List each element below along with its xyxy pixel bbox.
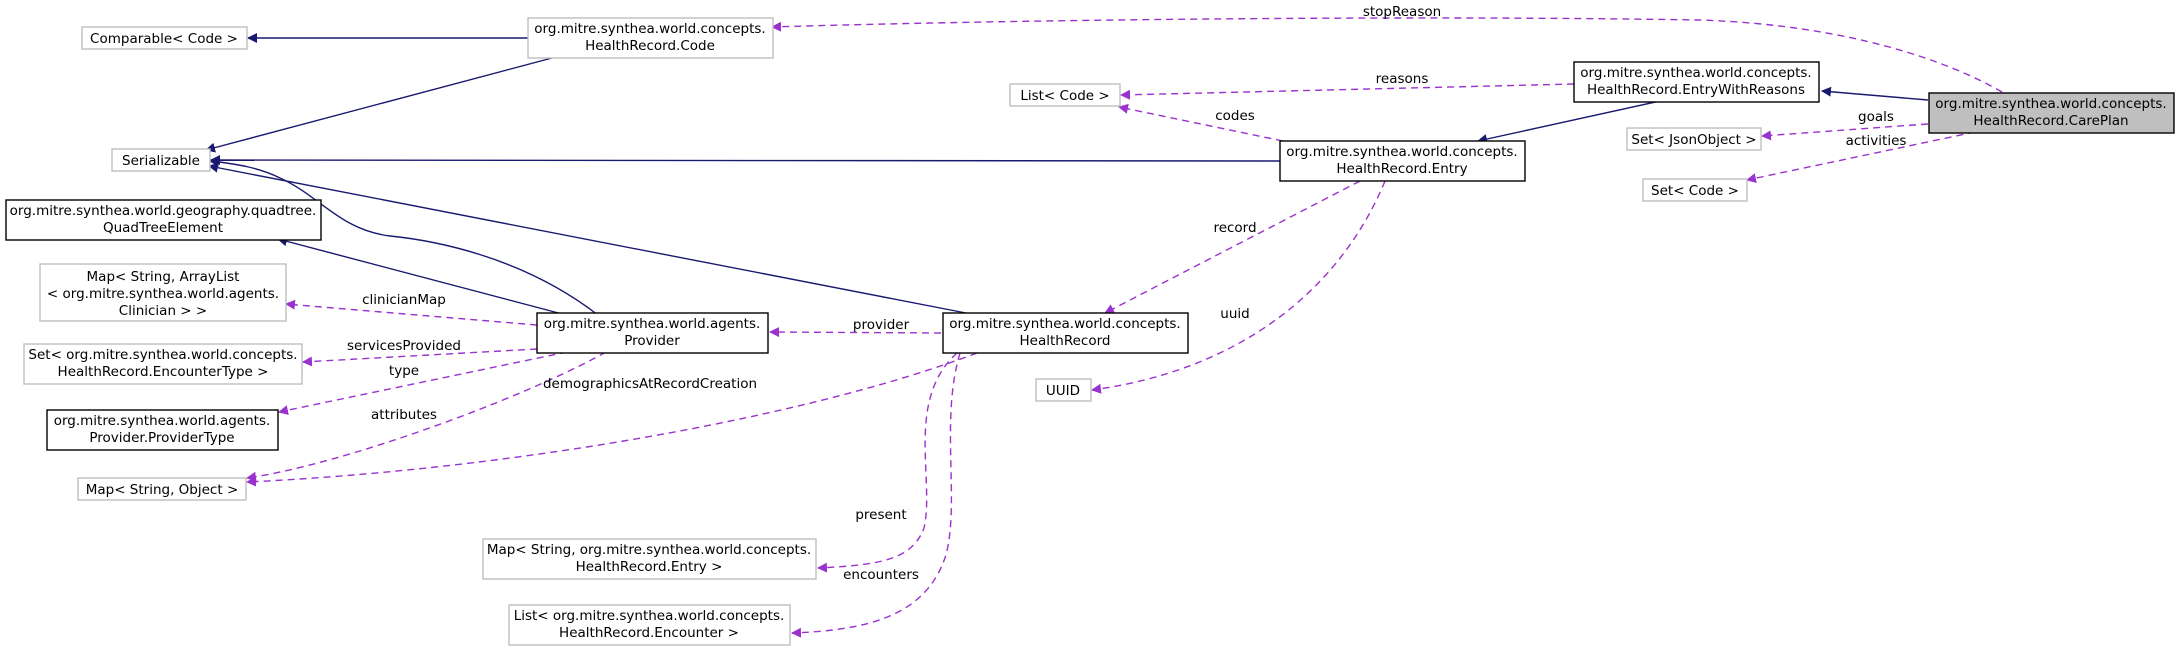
- label-attributes: attributes: [371, 407, 437, 423]
- node-comparable-code-line1: Comparable< Code >: [90, 31, 238, 47]
- edge-provider: [769, 327, 942, 338]
- node-providertype[interactable]: org.mitre.synthea.world.agents. Provider…: [46, 409, 279, 451]
- node-providertype-line1: org.mitre.synthea.world.agents.: [54, 413, 271, 429]
- node-serializable[interactable]: Serializable: [111, 148, 211, 172]
- node-uuid[interactable]: UUID: [1035, 378, 1092, 402]
- node-list-code[interactable]: List< Code >: [1009, 83, 1121, 107]
- node-careplan[interactable]: org.mitre.synthea.world.concepts. Health…: [1928, 92, 2175, 134]
- edge-entry-to-serializable: [210, 155, 1281, 166]
- edge-entrywithreasons-to-entry: [1477, 100, 1661, 144]
- edge-encounters: [791, 352, 961, 638]
- node-code-line1: org.mitre.synthea.world.concepts.: [534, 21, 765, 37]
- node-map-object-line1: Map< String, Object >: [86, 482, 239, 498]
- node-map-clinician-line3: Clinician > >: [119, 303, 207, 319]
- edge-healthrecord-to-serializable: [208, 162, 967, 314]
- label-activities: activities: [1846, 133, 1907, 149]
- node-careplan-line1: org.mitre.synthea.world.concepts.: [1935, 96, 2166, 112]
- edge-codes: [1118, 103, 1284, 142]
- label-stopreason: stopReason: [1363, 4, 1441, 20]
- edge-demographics: [246, 352, 978, 487]
- label-encounters: encounters: [843, 567, 919, 583]
- edge-type: [278, 351, 568, 416]
- label-present: present: [855, 507, 906, 523]
- node-set-encountertype-line2: HealthRecord.EncounterType >: [58, 364, 269, 380]
- label-type: type: [389, 363, 419, 379]
- node-list-encounter[interactable]: List< org.mitre.synthea.world.concepts. …: [508, 604, 791, 646]
- node-entrywithreasons[interactable]: org.mitre.synthea.world.concepts. Health…: [1573, 61, 1820, 103]
- node-code-line2: HealthRecord.Code: [585, 38, 715, 54]
- node-careplan-line2: HealthRecord.CarePlan: [1973, 113, 2128, 129]
- label-uuid: uuid: [1220, 306, 1249, 322]
- node-provider-line2: Provider: [624, 333, 680, 349]
- label-reasons: reasons: [1376, 71, 1429, 87]
- node-quadtree-line1: org.mitre.synthea.world.geography.quadtr…: [10, 203, 317, 219]
- node-set-encountertype-line1: Set< org.mitre.synthea.world.concepts.: [28, 347, 297, 363]
- node-set-jsonobject[interactable]: Set< JsonObject >: [1626, 127, 1762, 151]
- node-map-clinician[interactable]: Map< String, ArrayList < org.mitre.synth…: [39, 263, 287, 322]
- label-clinicianmap: clinicianMap: [362, 292, 446, 308]
- edge-code-to-serializable: [205, 57, 553, 153]
- node-set-code[interactable]: Set< Code >: [1642, 178, 1748, 202]
- label-servicesprovided: servicesProvided: [347, 338, 461, 354]
- node-map-object[interactable]: Map< String, Object >: [77, 477, 247, 501]
- edge-present: [817, 352, 958, 573]
- edge-provider-to-quadtree: [277, 236, 567, 316]
- label-codes: codes: [1215, 108, 1255, 124]
- node-healthrecord[interactable]: org.mitre.synthea.world.concepts. Health…: [942, 312, 1189, 354]
- node-list-code-line1: List< Code >: [1020, 88, 1109, 104]
- edge-attributes: [246, 351, 607, 482]
- node-provider[interactable]: org.mitre.synthea.world.agents. Provider: [536, 312, 769, 354]
- node-entrywithreasons-line1: org.mitre.synthea.world.concepts.: [1580, 65, 1811, 81]
- node-list-encounter-line1: List< org.mitre.synthea.world.concepts.: [514, 608, 785, 624]
- node-entry-line2: HealthRecord.Entry: [1336, 161, 1467, 177]
- edge-activities: [1746, 131, 1976, 184]
- node-map-clinician-line2: < org.mitre.synthea.world.agents.: [47, 286, 279, 302]
- node-set-jsonobject-line1: Set< JsonObject >: [1631, 132, 1756, 148]
- edge-careplan-to-entrywithreasons: [1821, 86, 1929, 101]
- edge-uuid: [1091, 180, 1386, 394]
- label-record: record: [1213, 220, 1256, 236]
- node-serializable-line1: Serializable: [122, 153, 200, 169]
- node-map-entry-line1: Map< String, org.mitre.synthea.world.con…: [487, 542, 811, 558]
- edge-reasons: [1120, 83, 1575, 100]
- edge-record: [1104, 180, 1361, 314]
- label-goals: goals: [1858, 109, 1894, 125]
- edge-clinicianmap: [285, 299, 538, 326]
- node-entry[interactable]: org.mitre.synthea.world.concepts. Health…: [1279, 140, 1526, 182]
- node-list-encounter-line2: HealthRecord.Encounter >: [559, 625, 739, 641]
- label-provider: provider: [853, 317, 910, 333]
- edge-servicesprovided: [302, 348, 538, 367]
- node-map-clinician-line1: Map< String, ArrayList: [87, 269, 240, 285]
- node-map-entry[interactable]: Map< String, org.mitre.synthea.world.con…: [482, 538, 817, 580]
- node-quadtree[interactable]: org.mitre.synthea.world.geography.quadtr…: [5, 199, 322, 241]
- node-code[interactable]: org.mitre.synthea.world.concepts. Health…: [527, 17, 774, 59]
- edge-goals: [1761, 123, 1929, 141]
- node-set-code-line1: Set< Code >: [1651, 183, 1739, 199]
- node-healthrecord-line1: org.mitre.synthea.world.concepts.: [949, 316, 1180, 332]
- association-edges: [246, 17, 2003, 638]
- node-quadtree-line2: QuadTreeElement: [103, 220, 223, 236]
- edge-stopreason: [771, 17, 2003, 93]
- edge-labels: stopReason reasons goals codes activitie…: [347, 4, 1906, 583]
- node-providertype-line2: Provider.ProviderType: [89, 430, 234, 446]
- label-demographics: demographicsAtRecordCreation: [543, 376, 757, 392]
- node-uuid-line1: UUID: [1046, 383, 1080, 399]
- node-comparable-code[interactable]: Comparable< Code >: [81, 26, 248, 50]
- inheritance-edges: [205, 33, 1929, 316]
- edge-provider-to-serializable: [209, 156, 599, 316]
- node-provider-line1: org.mitre.synthea.world.agents.: [544, 316, 761, 332]
- node-healthrecord-line2: HealthRecord: [1020, 333, 1111, 349]
- node-map-entry-line2: HealthRecord.Entry >: [576, 559, 723, 575]
- node-set-encountertype[interactable]: Set< org.mitre.synthea.world.concepts. H…: [23, 343, 303, 385]
- node-entry-line1: org.mitre.synthea.world.concepts.: [1286, 144, 1517, 160]
- nodes: org.mitre.synthea.world.concepts. Health…: [5, 17, 2175, 646]
- node-entrywithreasons-line2: HealthRecord.EntryWithReasons: [1587, 82, 1805, 98]
